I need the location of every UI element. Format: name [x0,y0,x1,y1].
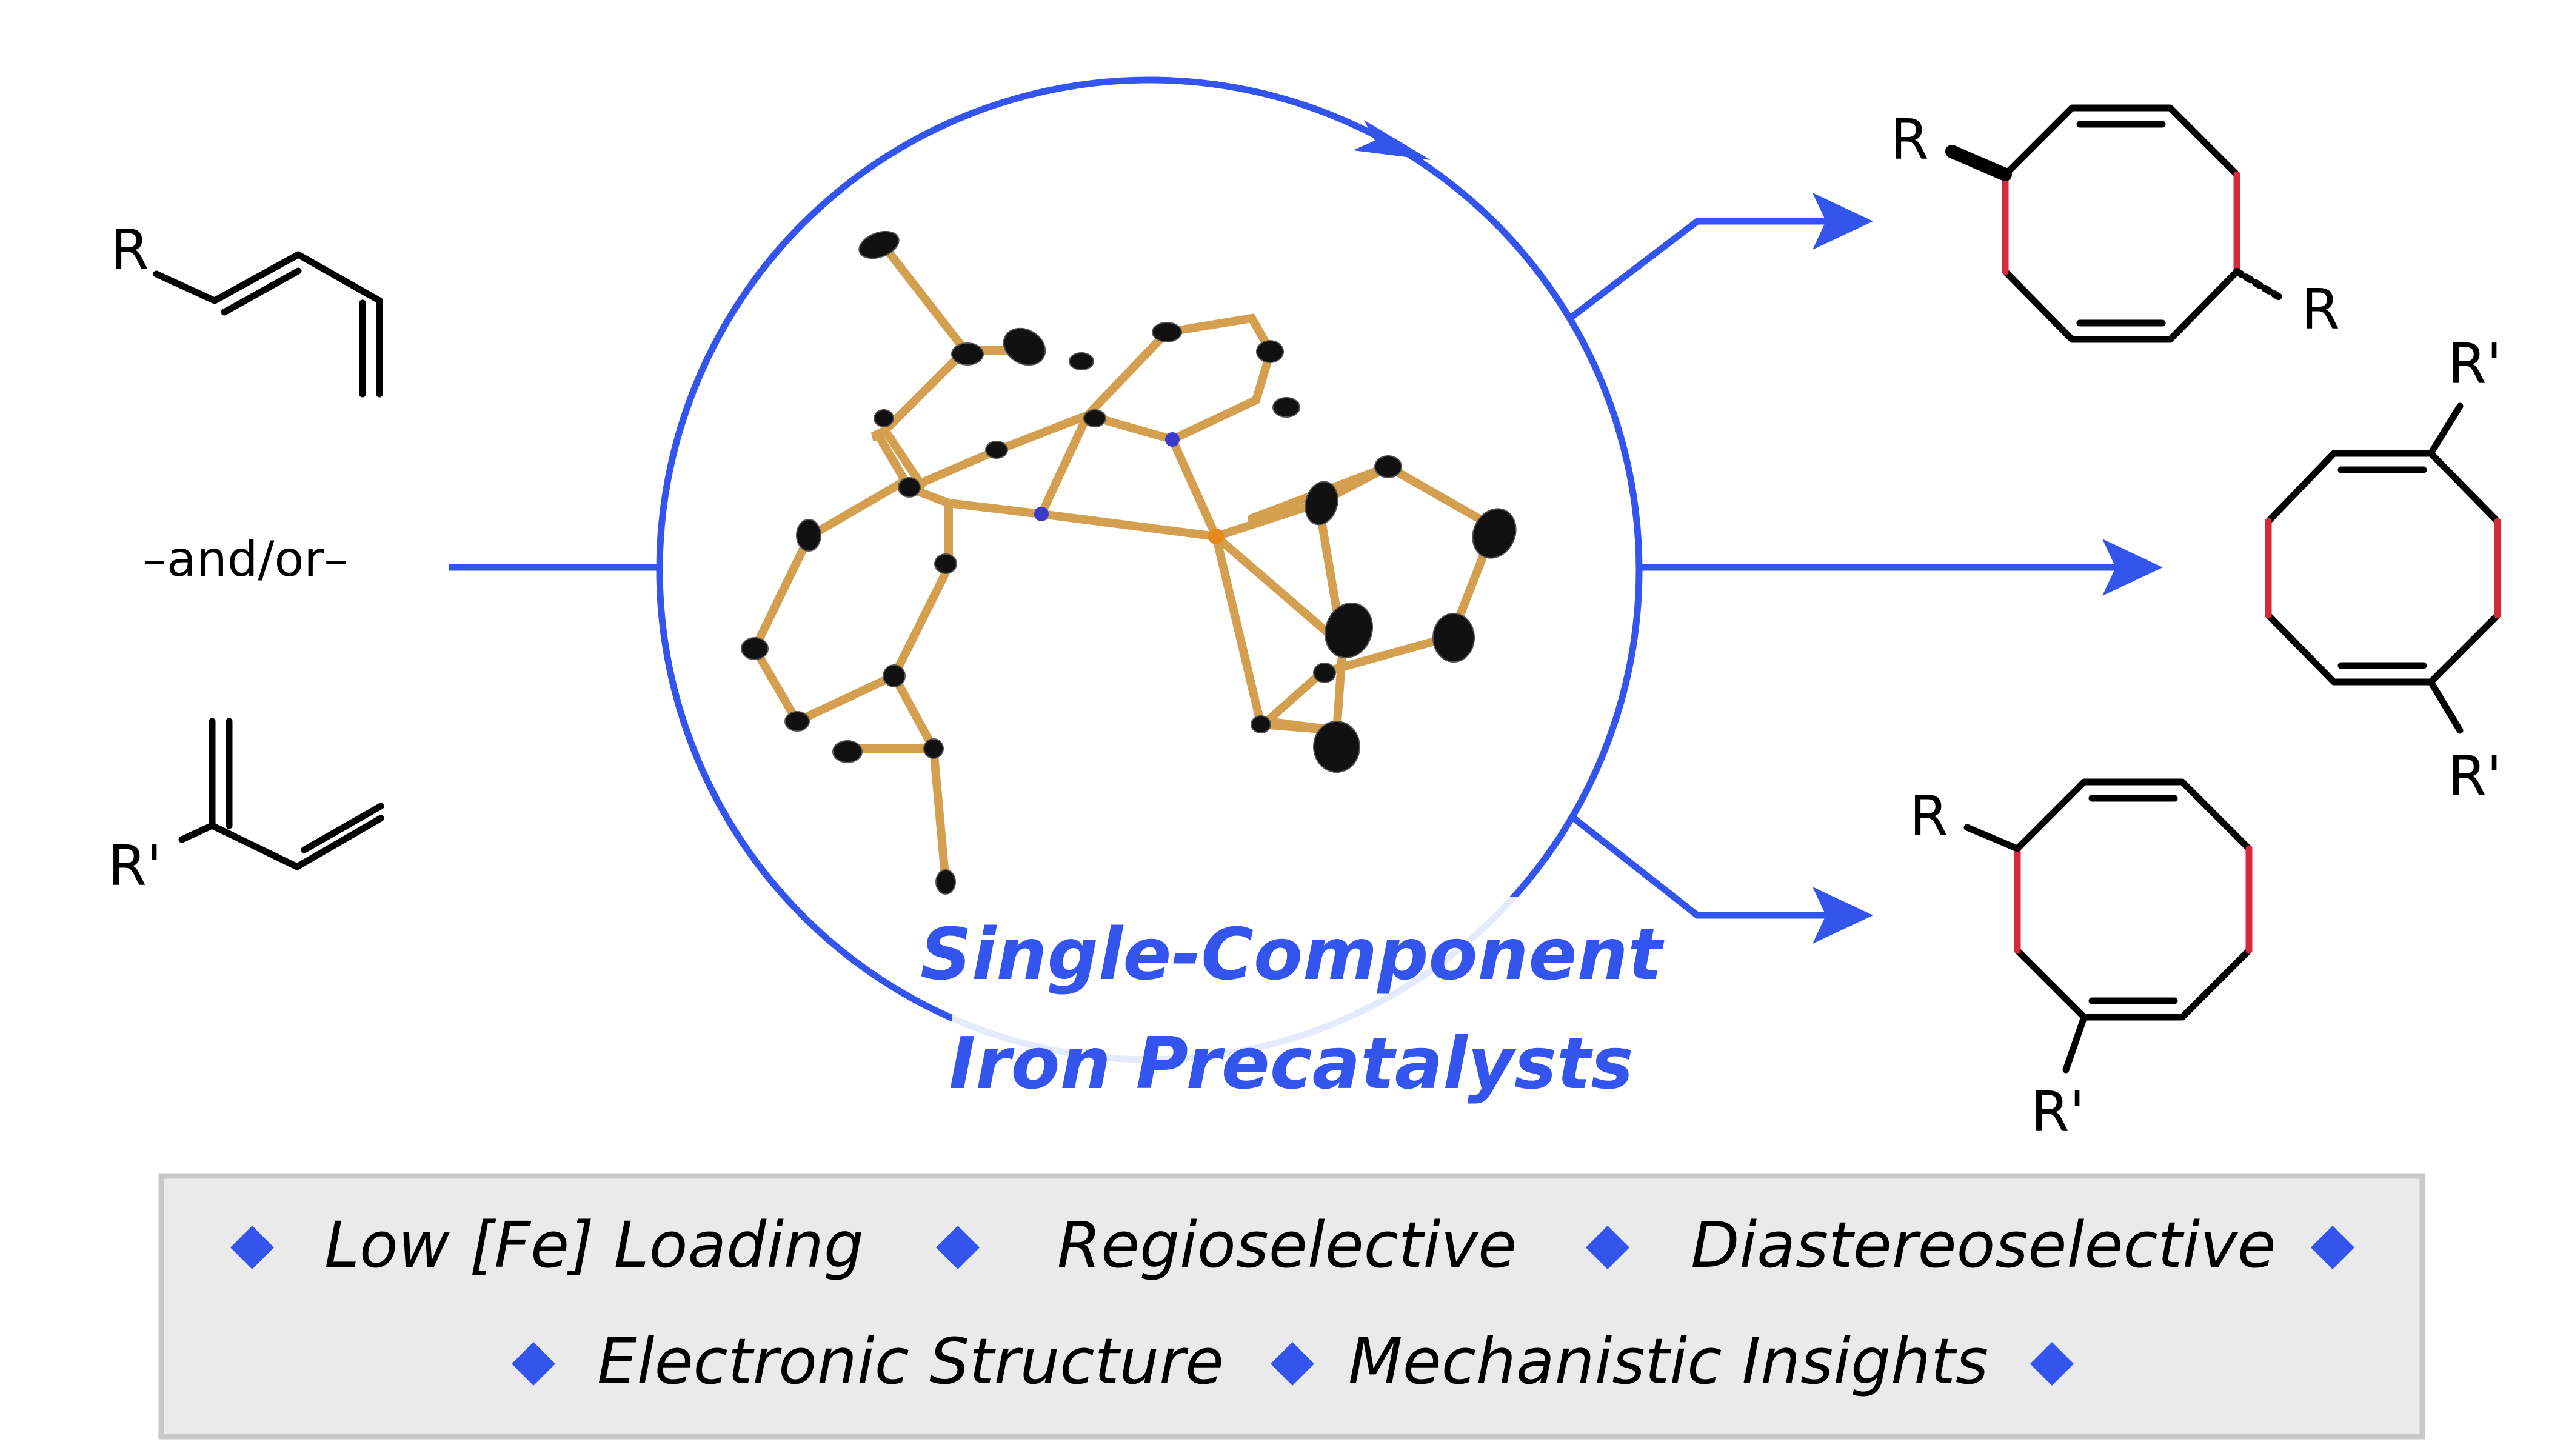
title-backdrop [952,897,1631,1127]
arrowhead-top-icon [1813,193,1873,250]
diamond-bullet-icon [2311,1226,2354,1269]
diamond-bullet-icon [2030,1342,2074,1386]
diamond-bullet-icon [936,1226,980,1269]
product-top-cyclooctadiene [1945,104,2283,343]
feature-electronic-structure: Electronic Structure [597,1324,1224,1398]
cycle-arrowhead-icon [1353,120,1431,160]
nitrogen-atom-icon [1034,507,1049,521]
feature-low-fe-loading: Low [Fe] Loading [324,1208,864,1282]
diamond-bullet-icon [1271,1342,1314,1386]
reactant-branched-diene [178,718,384,870]
product-middle-sub1: R' [2448,332,2502,396]
crystal-structure-ortep-icon [741,230,1517,895]
product-middle-sub2: R' [2448,744,2502,809]
catalyst-title-line1: Single-Component [920,912,1665,996]
arrowhead-middle-icon [2102,539,2163,596]
diamond-bullet-icon [230,1226,274,1269]
diamond-bullet-icon [1586,1226,1629,1269]
product-bottom-sub2: R' [2031,1080,2085,1144]
arrowhead-bottom-icon [1813,887,1873,944]
nitrogen-atom-icon [1165,432,1180,447]
feature-regioselective: Regioselective [1057,1208,1517,1282]
diamond-bullet-icon [512,1342,555,1386]
feature-diastereoselective: Diastereoselective [1691,1208,2276,1282]
and-or-connector: –and/or– [142,531,348,587]
iron-atom-icon [1208,529,1224,544]
product-middle-cyclooctadiene [2265,402,2501,734]
product-top-sub1: R [1890,107,1929,172]
features-box-background [158,1173,2425,1440]
catalytic-cycle [449,76,1643,1127]
product-top-sub2: R [2301,277,2340,342]
output-arrows [1568,193,2163,944]
reactant-linear-diene [153,251,383,398]
diene2-substituent-label: R' [108,833,162,898]
product-bottom-cyclooctadiene [1963,778,2253,1074]
diene1-substituent-label: R [110,218,149,282]
catalyst-title-line2: Iron Precatalysts [949,1021,1633,1105]
product-bottom-sub1: R [1909,784,1948,849]
features-box: Low [Fe] Loading Regioselective Diastere… [158,1173,2425,1440]
feature-mechanistic-insights: Mechanistic Insights [1348,1324,1988,1398]
